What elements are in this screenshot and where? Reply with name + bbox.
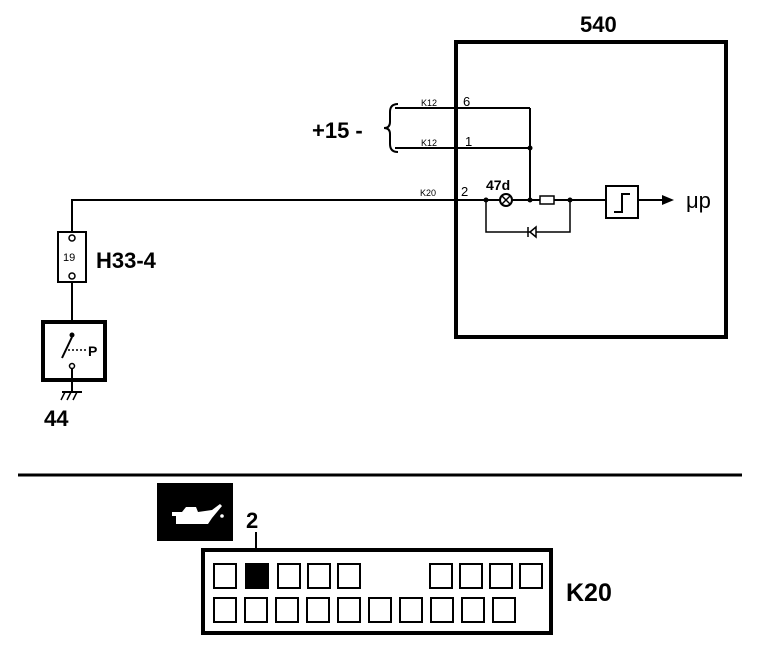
h33-terminal-bottom xyxy=(68,272,76,280)
connector-pin-cell xyxy=(337,597,361,623)
connector-pin-cell xyxy=(277,563,301,589)
connector-pin-cell xyxy=(213,597,237,623)
switch-p-label: P xyxy=(88,343,97,359)
connector-pin-cell xyxy=(275,597,299,623)
highlighted-pin-number: 2 xyxy=(246,508,258,533)
junction-dot-mid xyxy=(527,197,533,203)
lamp-icon xyxy=(499,193,513,207)
schmitt-trigger-icon xyxy=(614,193,630,213)
h33-terminal-top xyxy=(68,234,76,242)
connector-pin-cell xyxy=(492,597,516,623)
k12-pin-1: 1 xyxy=(465,134,472,149)
wire-k20-main xyxy=(71,199,486,232)
k20-pin-2: 2 xyxy=(461,184,468,199)
pressure-switch-box xyxy=(41,320,107,382)
connector-pin-cell xyxy=(368,597,392,623)
connector-pin-cell xyxy=(337,563,361,589)
connector-pin-cell xyxy=(429,563,453,589)
connector-pin-cell xyxy=(245,563,269,589)
switch-terminal-top xyxy=(69,332,75,338)
k20-code-line: K20 xyxy=(420,188,436,198)
switch-terminal-bottom xyxy=(68,362,76,370)
connector-pin-cell xyxy=(430,597,454,623)
ground-id-label: 44 xyxy=(44,406,69,431)
k12-pin-6: 6 xyxy=(463,94,470,109)
lamp-label: 47d xyxy=(486,177,510,193)
resistor-icon xyxy=(539,195,555,205)
connector-pin-cell xyxy=(244,597,268,623)
k20-top-row xyxy=(213,563,543,589)
connector-pin-cell xyxy=(307,563,331,589)
connector-pin-cell xyxy=(489,563,513,589)
connector-pin-cell xyxy=(399,597,423,623)
connector-pin-cell xyxy=(306,597,330,623)
connector-pin-cell xyxy=(459,563,483,589)
connector-pin-cell xyxy=(461,597,485,623)
module-540-label: 540 xyxy=(580,12,617,37)
h33-label: H33-4 xyxy=(96,248,157,273)
switch-contact xyxy=(61,336,73,359)
junction-dot xyxy=(527,145,533,151)
k12-code-bottom: K12 xyxy=(421,138,437,148)
k20-connector-label: K20 xyxy=(566,579,612,607)
k20-bottom-row xyxy=(213,597,516,623)
output-label: μp xyxy=(686,188,711,213)
k12-code-top: K12 xyxy=(421,98,437,108)
h33-pin-label: 19 xyxy=(63,252,75,264)
diode-icon xyxy=(527,225,537,239)
connector-pin-cell xyxy=(213,563,237,589)
connector-pin-cell xyxy=(519,563,543,589)
oil-can-icon xyxy=(157,483,233,541)
supply-label: +15 - xyxy=(312,118,363,143)
module-540-box xyxy=(454,40,728,339)
supply-brace xyxy=(383,103,399,153)
output-arrow-icon xyxy=(662,195,674,205)
ground-icon xyxy=(60,391,82,401)
